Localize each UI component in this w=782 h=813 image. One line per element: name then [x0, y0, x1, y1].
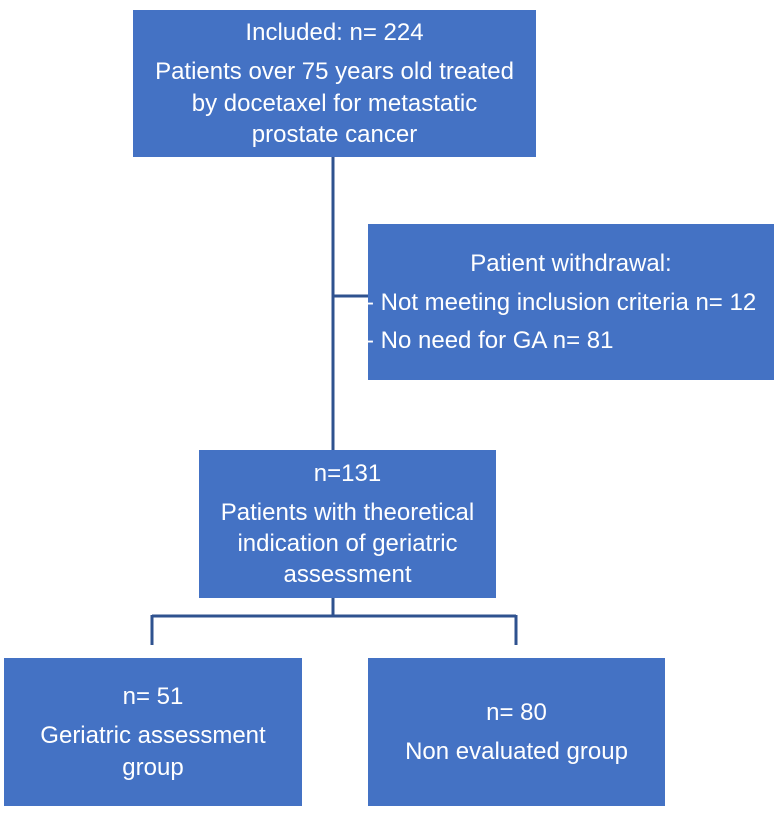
box-included: Included: n= 224 Patients over 75 years …: [133, 10, 536, 157]
included-description-line-1: Patients over 75 years old treated: [155, 58, 514, 86]
n80-count: n= 80: [486, 698, 547, 726]
box-theoretical-indication: n=131 Patients with theoretical indicati…: [199, 450, 496, 598]
n51-description-line-1: Geriatric assessment: [40, 722, 266, 750]
n51-description-line-2: group: [122, 753, 184, 781]
withdrawal-title: Patient withdrawal:: [470, 250, 672, 278]
included-description-line-3: prostate cancer: [251, 120, 418, 148]
n131-count: n=131: [313, 459, 382, 487]
n51-count: n= 51: [122, 683, 184, 711]
box-patient-withdrawal: Patient withdrawal: - Not meeting inclus…: [366, 224, 774, 380]
included-count: Included: n= 224: [245, 19, 424, 47]
n131-description-line-1: Patients with theoretical: [220, 498, 475, 526]
n131-description-line-2: indication of geriatric: [237, 530, 458, 557]
n131-description-line-3: assessment: [283, 561, 412, 589]
withdrawal-item-no-need-ga: - No need for GA n= 81: [366, 326, 614, 354]
included-description-line-2: by docetaxel for metastatic: [191, 89, 478, 117]
n80-description-line-1: Non evaluated group: [405, 738, 628, 765]
box-non-evaluated-group: n= 80 Non evaluated group: [368, 658, 665, 806]
withdrawal-item-inclusion-criteria: - Not meeting inclusion criteria n= 12: [366, 289, 757, 317]
box-geriatric-assessment-group: n= 51 Geriatric assessment group: [4, 658, 302, 806]
